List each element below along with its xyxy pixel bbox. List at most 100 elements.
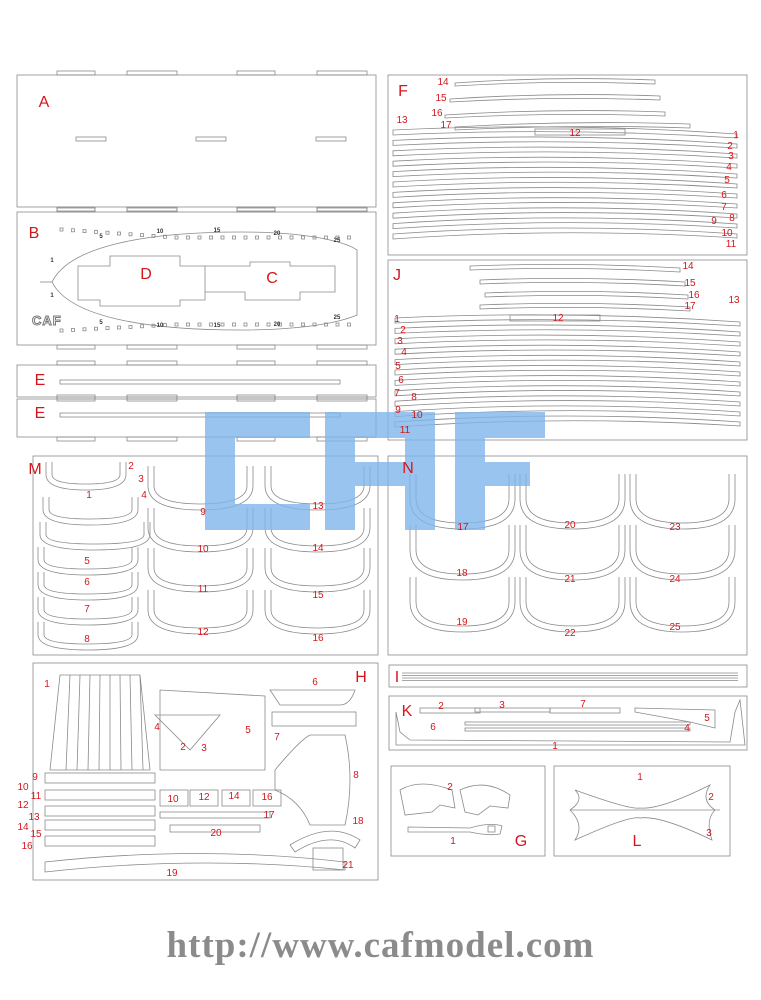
- frame-rib: [629, 525, 736, 581]
- rib-station-number: 25: [333, 315, 341, 321]
- hull-plank: [392, 197, 738, 209]
- rib-slot: [324, 235, 328, 240]
- part-number-f: 15: [435, 93, 447, 104]
- rib-slot: [94, 326, 98, 331]
- edge-tab: [316, 360, 368, 366]
- sheet-letter-h: H: [355, 669, 367, 686]
- frame-rib: [264, 590, 371, 635]
- rib-slot: [151, 233, 156, 238]
- part-number-h: 2: [180, 742, 186, 753]
- edge-tab: [126, 344, 178, 350]
- part-number-m: 13: [312, 501, 324, 512]
- part-h-small: [221, 789, 251, 807]
- hull-plank: [394, 344, 741, 357]
- panel-g-frame: [390, 765, 546, 857]
- oar-hole: [487, 825, 496, 833]
- part-h17: [159, 811, 271, 819]
- rib-slot: [301, 322, 305, 327]
- rudder-piece: [399, 783, 456, 816]
- keel-outline: [51, 231, 358, 331]
- edge-tab: [316, 70, 368, 76]
- panel-e1-frame: [16, 364, 377, 398]
- part-number-k: 6: [430, 722, 436, 733]
- part-h20: [169, 824, 261, 833]
- part-number-g: 2: [447, 782, 453, 793]
- part-number-m: 12: [197, 627, 209, 638]
- part-number-j: 13: [728, 295, 740, 306]
- rib-slot: [324, 322, 328, 327]
- part-number-f: 12: [569, 128, 581, 139]
- panel-j-frame: [387, 259, 748, 441]
- edge-tab: [316, 207, 368, 213]
- hull-plank: [392, 126, 738, 139]
- rib-slot: [151, 323, 156, 328]
- rib-station-number: 20: [273, 322, 281, 328]
- part-number-h: 20: [210, 828, 222, 839]
- part-number-n: 21: [564, 574, 576, 585]
- part-number-l: 2: [708, 792, 714, 803]
- plank-h: [44, 819, 156, 831]
- watermark-logo-stroke: [455, 462, 530, 486]
- rib-slot: [312, 322, 317, 327]
- hull-plank: [392, 177, 738, 189]
- rib-slot: [174, 322, 179, 327]
- part-d: [77, 255, 206, 307]
- watermark-logo-stroke: [325, 462, 435, 486]
- deck-plank-line: [129, 674, 133, 771]
- part-h4: [154, 714, 221, 751]
- part-number-m: 6: [84, 577, 90, 588]
- panel-e2-frame: [16, 398, 377, 438]
- rib-station-number: 10: [156, 323, 164, 329]
- part-number-n: 23: [669, 522, 681, 533]
- hull-plank: [394, 354, 741, 367]
- edge-tab: [126, 207, 178, 213]
- part-number-k: 1: [552, 741, 558, 752]
- hull-plank: [444, 110, 666, 119]
- part-number-n: 24: [669, 574, 681, 585]
- caf-engraved-logo: CAF: [32, 313, 62, 329]
- frame-rib: [264, 508, 371, 553]
- sheet-letter-b: B: [28, 225, 40, 242]
- hull-plank: [392, 207, 738, 219]
- part-h5: [159, 689, 266, 771]
- hull-plank: [394, 314, 741, 327]
- rib-slot: [59, 227, 64, 232]
- rib-slot: [94, 229, 98, 234]
- part-number-f: 17: [440, 120, 452, 131]
- frame-rib: [37, 572, 139, 601]
- part-number-m: 5: [84, 556, 90, 567]
- part-number-j: 3: [397, 336, 403, 347]
- deck-plank-line: [65, 674, 71, 771]
- part-number-f: 2: [727, 141, 733, 152]
- oar: [407, 824, 503, 836]
- part-number-f: 3: [728, 151, 734, 162]
- sheet-letter-k: K: [401, 703, 413, 720]
- part-number-m: 3: [138, 474, 144, 485]
- part-h-small: [159, 789, 189, 807]
- slot: [75, 136, 107, 142]
- part-number-j: 10: [411, 410, 423, 421]
- rib-slot: [140, 324, 144, 329]
- hull-plank: [392, 187, 738, 199]
- part-number-j: 6: [398, 375, 404, 386]
- keel-strip: [464, 727, 691, 732]
- rib-slot: [105, 230, 110, 235]
- part-number-f: 5: [724, 175, 730, 186]
- rib-slot: [163, 323, 167, 328]
- frame-rib: [629, 577, 736, 633]
- rib-station-number: 10: [156, 229, 164, 235]
- part-c: [205, 261, 336, 301]
- panel-f-frame: [387, 74, 748, 256]
- part-h8: [274, 734, 351, 826]
- part-number-j: 11: [399, 425, 411, 436]
- part-number-l: 1: [637, 772, 643, 783]
- panel-b-frame: [16, 211, 377, 346]
- part-number-j: 1: [394, 314, 400, 325]
- part-number-j: 15: [684, 278, 696, 289]
- part-number-n: 22: [564, 628, 576, 639]
- part-number-j: 9: [395, 405, 401, 416]
- rudder-piece: [459, 784, 511, 816]
- hull-plank: [394, 334, 741, 347]
- edge-tab: [56, 436, 96, 442]
